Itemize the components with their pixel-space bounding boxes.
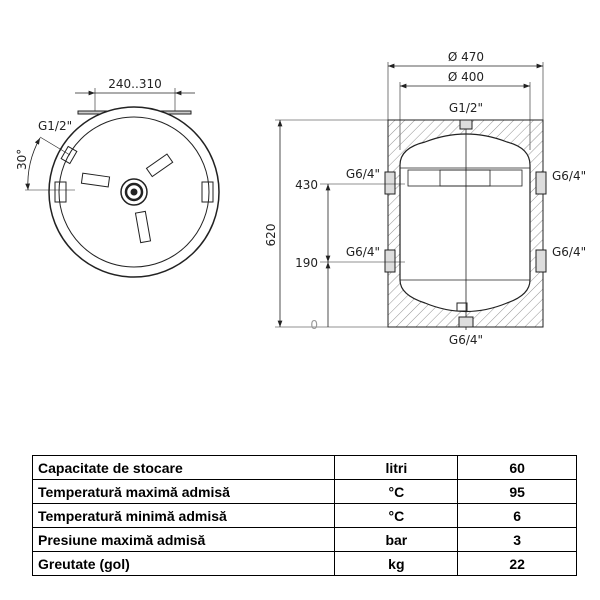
spec-unit: °C [334, 503, 459, 528]
spec-unit: °C [334, 479, 459, 504]
height-label: 620 [264, 224, 278, 247]
left-upper-connection: G6/4" [346, 167, 380, 181]
inner-diameter-label: Ø 400 [448, 70, 484, 84]
right-upper-connection: G6/4" [552, 169, 586, 183]
level-430-label: 430 [295, 178, 318, 192]
spec-unit: bar [334, 527, 459, 552]
spec-unit: kg [334, 551, 459, 576]
spec-value: 95 [457, 479, 577, 504]
spec-value: 60 [457, 455, 577, 480]
spec-label: Greutate (gol) [31, 551, 336, 576]
spec-label: Temperatură minimă admisă [31, 503, 336, 528]
level-190-label: 190 [295, 256, 318, 270]
top-width-dim: 240..310 [108, 77, 161, 91]
right-lower-connection: G6/4" [552, 245, 586, 259]
spec-unit: litri [334, 455, 459, 480]
left-lower-connection: G6/4" [346, 245, 380, 259]
side-view [275, 62, 547, 330]
angle-label: 30° [15, 149, 29, 170]
spec-label: Temperatură maximă admisă [31, 479, 336, 504]
top-connection-label: G1/2" [449, 101, 483, 115]
spec-label: Capacitate de stocare [31, 455, 336, 480]
outer-diameter-label: Ø 470 [448, 50, 484, 64]
spec-value: 6 [457, 503, 577, 528]
top-view [25, 88, 220, 278]
spec-label: Presiune maximă admisă [31, 527, 336, 552]
level-0-label: 0 [310, 318, 318, 332]
spec-value: 3 [457, 527, 577, 552]
spec-value: 22 [457, 551, 577, 576]
top-connection-label: G1/2" [38, 119, 72, 133]
bottom-connection-label: G6/4" [449, 333, 483, 347]
